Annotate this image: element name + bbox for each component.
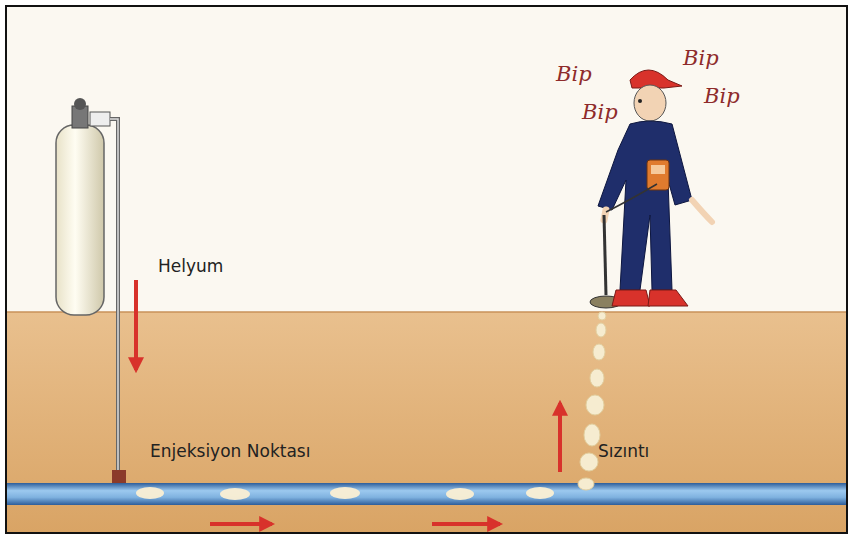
pipeline — [7, 483, 846, 505]
injection-point — [112, 470, 126, 483]
flow-arrows — [136, 280, 560, 524]
beep-text: Bip — [556, 62, 592, 86]
beep-text: Bip — [704, 84, 740, 108]
beep-text: Bip — [582, 100, 618, 124]
ground — [7, 312, 846, 532]
frame — [6, 6, 847, 533]
helium-bubbles — [136, 487, 554, 500]
leak-plume — [578, 312, 606, 490]
beep-text: Bip — [683, 46, 719, 70]
helium-cylinder — [56, 125, 104, 315]
gas-label: Helyum — [158, 256, 223, 276]
injection-label: Enjeksiyon Noktası — [150, 441, 310, 461]
leak-label: Sızıntı — [598, 441, 649, 461]
